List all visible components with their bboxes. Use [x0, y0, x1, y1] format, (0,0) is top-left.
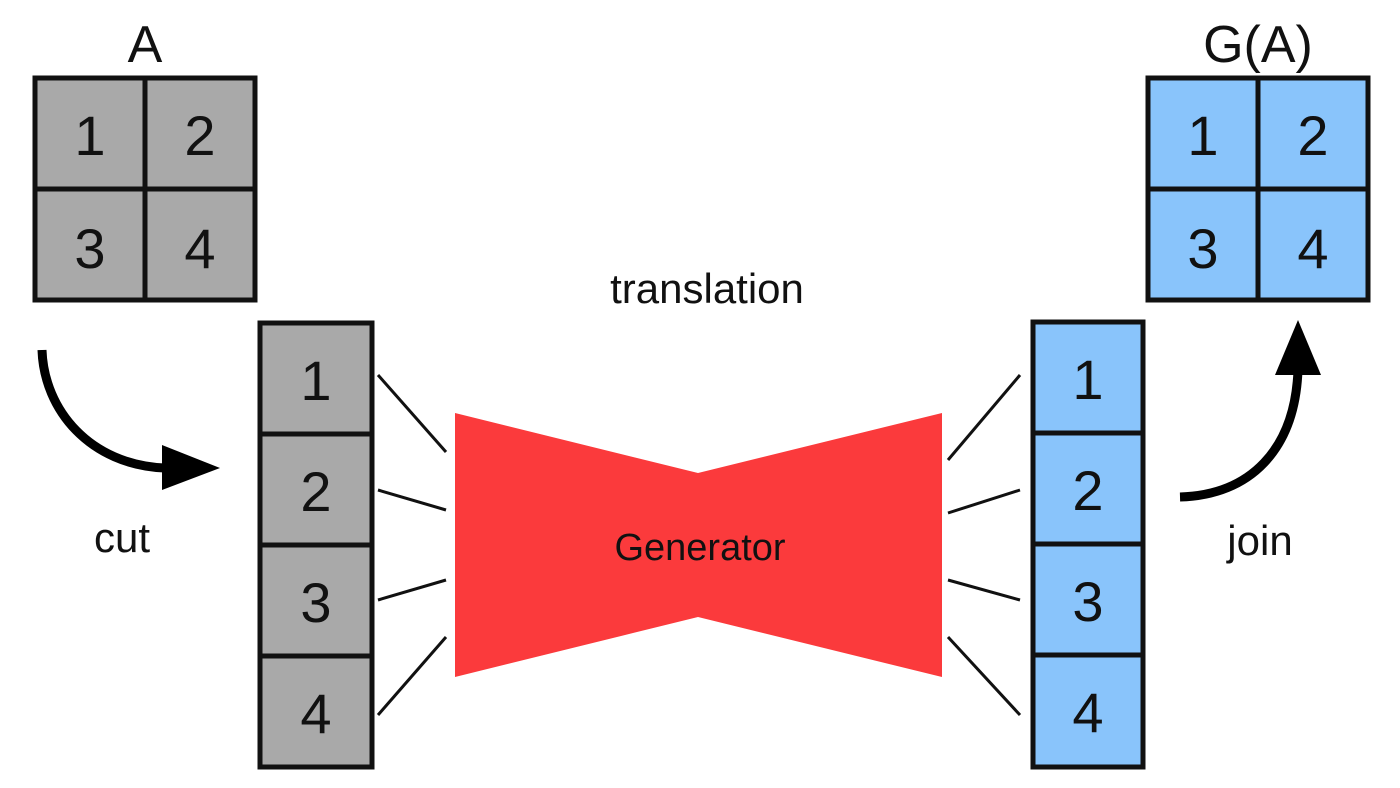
output-label: G(A) [1203, 16, 1313, 74]
input-column-cell: 3 [300, 571, 331, 634]
input-grid-cell: 2 [184, 104, 215, 167]
input-column-cell: 1 [300, 349, 331, 412]
cut-arrow-icon [37, 349, 220, 490]
output-column-cell: 1 [1072, 348, 1103, 411]
input-grid-cell: 1 [74, 104, 105, 167]
input-grid: 1 2 3 4 [32, 75, 258, 303]
output-column: 1 2 3 4 [1030, 319, 1146, 770]
cut-label: cut [94, 514, 150, 561]
output-grid-cell: 2 [1297, 104, 1328, 167]
output-column-cell: 3 [1072, 570, 1103, 633]
output-grid-cell: 1 [1187, 104, 1218, 167]
output-connectors [946, 374, 1022, 717]
input-grid-cell: 4 [184, 217, 215, 280]
output-grid: 1 2 3 4 [1145, 75, 1371, 303]
join-arrow-icon [1179, 320, 1321, 502]
input-label: A [128, 16, 163, 74]
output-column-cell: 4 [1072, 681, 1103, 744]
input-grid-cell: 3 [74, 217, 105, 280]
input-connectors [376, 374, 448, 716]
generator-label: Generator [614, 527, 785, 569]
generator-shape [455, 413, 942, 677]
input-column-cell: 2 [300, 460, 331, 523]
join-label: join [1225, 517, 1292, 564]
translation-label: translation [610, 265, 804, 312]
input-column-cell: 4 [300, 682, 331, 745]
output-grid-cell: 3 [1187, 217, 1218, 280]
output-grid-cell: 4 [1297, 217, 1328, 280]
input-column: 1 2 3 4 [257, 320, 375, 770]
output-column-cell: 2 [1072, 459, 1103, 522]
